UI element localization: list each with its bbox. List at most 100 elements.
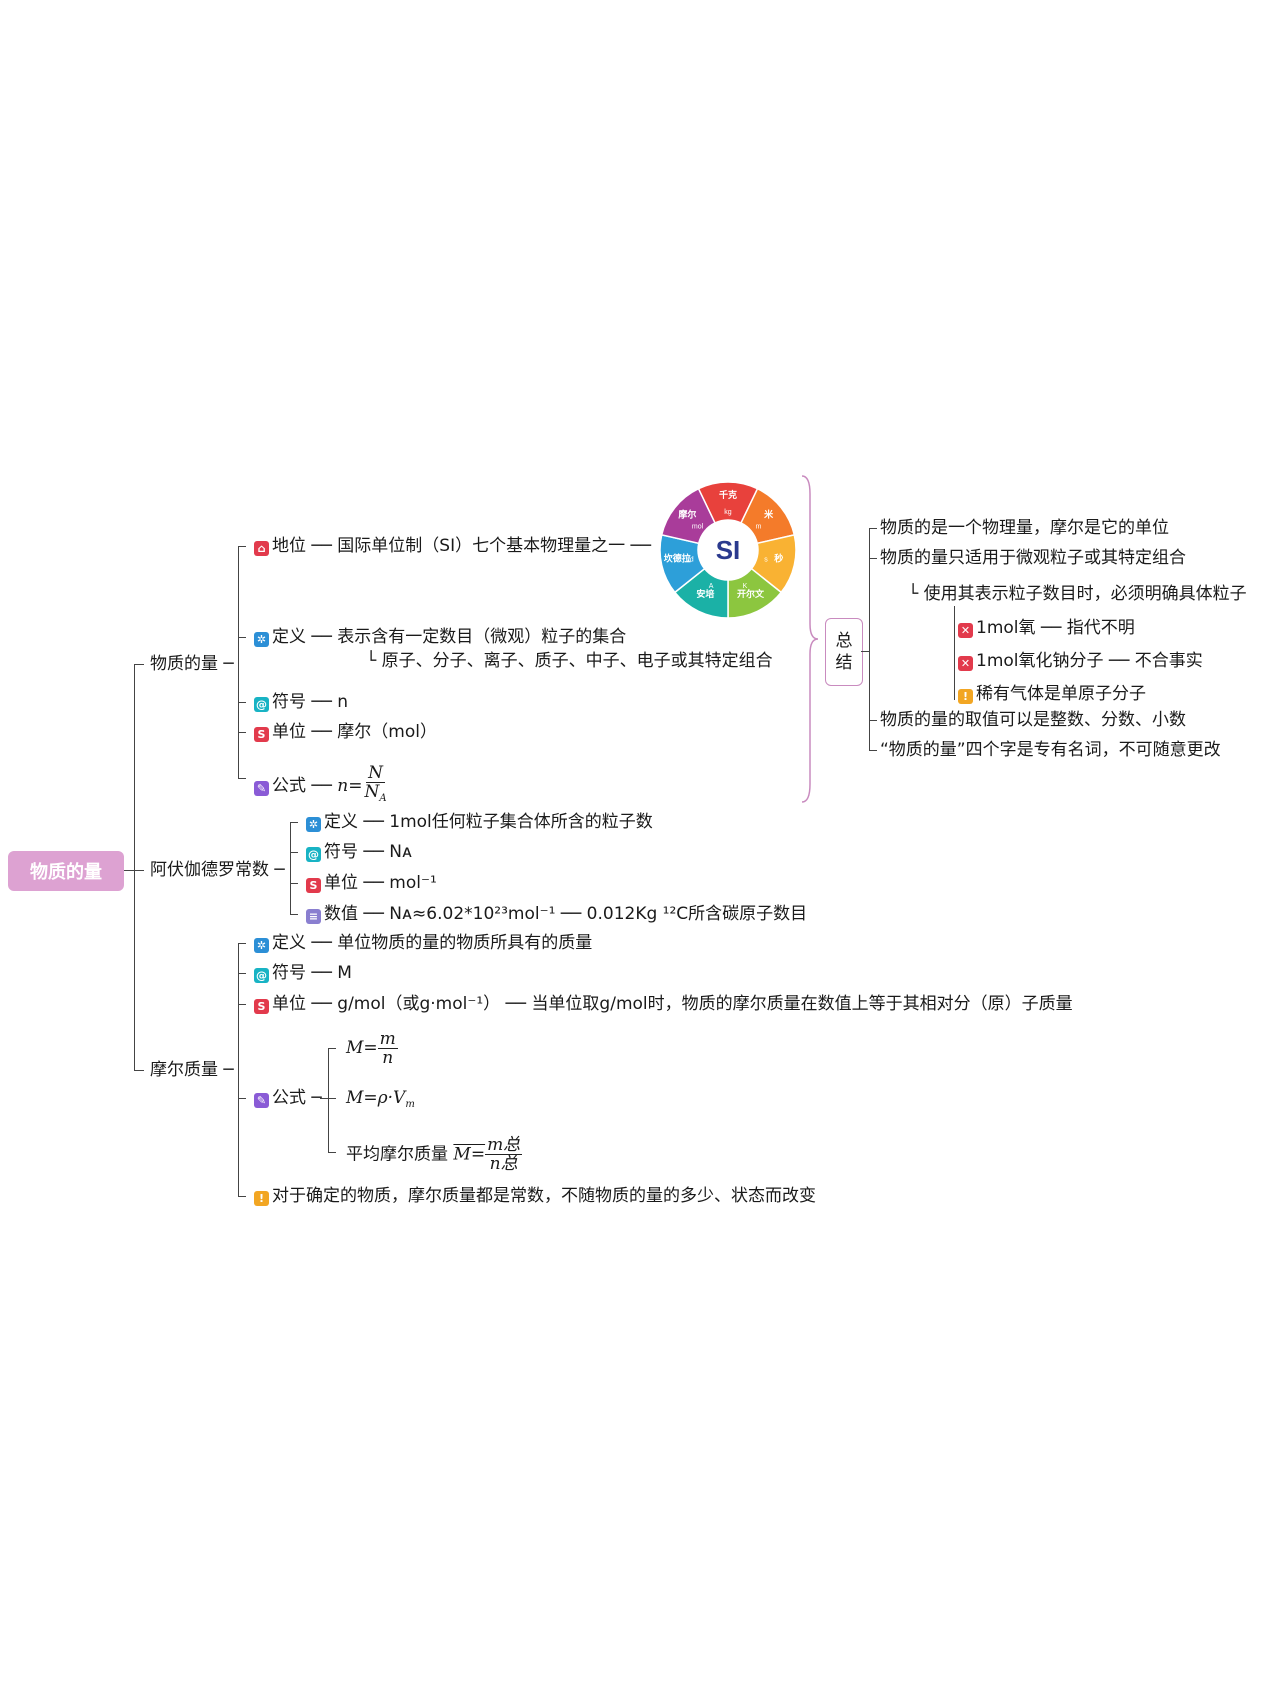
connector <box>290 852 298 853</box>
connector <box>320 1098 336 1099</box>
text: 不合事实 <box>1134 651 1203 671</box>
label: 定义 <box>272 933 306 953</box>
lock-icon: ⌂ <box>254 541 269 556</box>
node-symbol[interactable]: @符号 ── n <box>254 692 349 712</box>
connector <box>134 664 135 1070</box>
node-symbol[interactable]: @符号 ── M <box>254 963 352 983</box>
node-position[interactable]: ⌂地位 ── 国际单位制（SI）七个基本物理量之一 ── <box>254 536 651 556</box>
text: 稀有气体是单原子分子 <box>976 684 1146 704</box>
label: 符号 <box>324 842 358 862</box>
si-segment-unit: A <box>709 583 714 590</box>
formula-text: M=ρ·V <box>346 1088 406 1108</box>
si-center-label: SI <box>716 535 741 565</box>
node-value[interactable]: ≡数值 ── Nᴀ≈6.02*10²³mol⁻¹ ── 0.012Kg ¹²C所… <box>306 904 807 924</box>
warning-icon: ! <box>958 689 973 704</box>
si-segment-label: 坎德拉 <box>664 553 691 564</box>
connector <box>290 822 291 914</box>
unit-icon: S <box>254 999 269 1014</box>
node-definition[interactable]: ✲定义 ── 单位物质的量的物质所具有的质量 <box>254 933 592 953</box>
summary-item[interactable]: 物质的是一个物理量，摩尔是它的单位 <box>880 518 1169 538</box>
connector <box>869 528 870 750</box>
node-formula[interactable]: ✎公式 ─ <box>254 1088 322 1108</box>
si-segment-unit: s <box>764 557 768 564</box>
text: 使用其表示粒子数目时，必须明确具体粒子 <box>923 584 1247 604</box>
formula-lhs: M= <box>346 1038 378 1058</box>
si-segment-unit: cd <box>686 557 694 564</box>
denominator: n <box>382 1048 394 1068</box>
label: 公式 <box>272 776 306 796</box>
value: 单位物质的量的物质所具有的质量 <box>337 933 593 953</box>
summary-item[interactable]: !稀有气体是单原子分子 <box>958 684 1146 704</box>
note: 当单位取g/mol时，物质的摩尔质量在数值上等于其相对分（原）子质量 <box>531 994 1073 1014</box>
text: 指代不明 <box>1066 618 1135 638</box>
connector <box>954 606 955 700</box>
summary-box[interactable]: 总 结 <box>825 618 863 686</box>
summary-item[interactable]: “物质的量”四个字是专有名词，不可随意更改 <box>880 740 1221 760</box>
formula-prefix: 平均摩尔质量 <box>346 1144 448 1165</box>
text: 物质的是一个物理量，摩尔是它的单位 <box>880 518 1169 538</box>
branch-molar-mass[interactable]: 摩尔质量 ─ <box>150 1060 234 1080</box>
label: 符号 <box>272 692 306 712</box>
note: 0.012Kg ¹²C所含碳原子数目 <box>586 904 808 924</box>
summary-char: 结 <box>835 653 853 673</box>
unit-icon: S <box>254 727 269 742</box>
si-segment-label: 千克 <box>719 489 737 500</box>
label: 公式 <box>272 1088 306 1108</box>
si-segment-label: 米 <box>763 509 774 520</box>
connector <box>124 870 134 871</box>
node-note[interactable]: !对于确定的物质，摩尔质量都是常数，不随物质的量的多少、状态而改变 <box>254 1186 816 1206</box>
si-segment-label: 秒 <box>774 553 783 564</box>
formula-lhs: M= <box>453 1144 486 1165</box>
summary-item[interactable]: ✕1mol氧化钠分子 ── 不合事实 <box>958 651 1203 671</box>
summary-item[interactable]: └ 使用其表示粒子数目时，必须明确具体粒子 <box>908 584 1247 604</box>
branch-title: 阿伏伽德罗常数 <box>150 860 269 880</box>
branch-avogadro[interactable]: 阿伏伽德罗常数 ─ <box>150 860 285 880</box>
label: 地位 <box>272 536 306 556</box>
value: Nᴀ <box>389 842 413 862</box>
node-symbol[interactable]: @符号 ── Nᴀ <box>306 842 413 862</box>
numerator: m <box>377 1029 398 1049</box>
branch-wuzhideliang[interactable]: 物质的量 ─ <box>150 654 234 674</box>
root-node[interactable]: 物质的量 <box>8 851 124 891</box>
connector <box>238 943 246 944</box>
formula-2: M=ρ·Vm <box>346 1088 415 1115</box>
connector <box>869 750 877 751</box>
connector <box>328 1048 329 1152</box>
value: 对于确定的物质，摩尔质量都是常数，不随物质的量的多少、状态而改变 <box>272 1186 816 1206</box>
label: 单位 <box>324 873 358 893</box>
connector <box>238 546 239 778</box>
connector <box>238 778 246 779</box>
node-definition-detail[interactable]: └ 原子、分子、离子、质子、中子、电子或其特定组合 <box>366 651 773 671</box>
branch-title: 物质的量 <box>150 654 218 674</box>
si-segment-unit: K <box>743 583 748 590</box>
brace <box>801 475 819 803</box>
pencil-icon: ✎ <box>254 1093 269 1108</box>
connector <box>238 1004 246 1005</box>
summary-item[interactable]: ✕1mol氧 ── 指代不明 <box>958 618 1135 638</box>
summary-item[interactable]: 物质的量的取值可以是整数、分数、小数 <box>880 710 1186 730</box>
text: 物质的量只适用于微观粒子或其特定组合 <box>880 548 1186 568</box>
gear-icon: ✲ <box>254 632 269 647</box>
at-icon: @ <box>306 847 321 862</box>
node-definition[interactable]: ✲定义 ── 1mol任何粒子集合体所含的粒子数 <box>306 812 653 832</box>
connector <box>869 558 877 559</box>
si-segment-label: 摩尔 <box>678 509 696 520</box>
denominator: n总 <box>489 1154 518 1174</box>
text: 物质的量的取值可以是整数、分数、小数 <box>880 710 1186 730</box>
si-segment-label: 开尔文 <box>737 588 765 599</box>
node-definition[interactable]: ✲定义 ── 表示含有一定数目（微观）粒子的集合 <box>254 627 626 647</box>
summary-item[interactable]: 物质的量只适用于微观粒子或其特定组合 <box>880 548 1186 568</box>
connector <box>238 973 246 974</box>
root-label: 物质的量 <box>30 862 102 883</box>
connector <box>328 1152 336 1153</box>
si-segment-unit: m <box>756 524 762 531</box>
list-icon: ≡ <box>306 909 321 924</box>
at-icon: @ <box>254 697 269 712</box>
